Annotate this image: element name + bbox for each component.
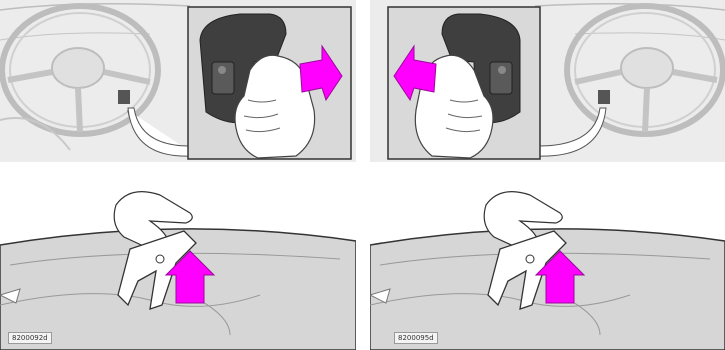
figure-code-label: 8200095d <box>394 332 438 344</box>
illustration-bottom-left: 8200092d <box>0 185 356 350</box>
figure-code-label: 8200092d <box>8 332 52 344</box>
illustration-top-left <box>0 0 356 162</box>
bonnet-lever-scene-right <box>370 185 725 350</box>
steering-wheel-scene-right <box>370 0 725 162</box>
handle-location-mark <box>118 90 130 104</box>
bonnet-lever-scene-left <box>0 185 356 350</box>
illustration-top-right <box>370 0 725 162</box>
illustration-bottom-right: 8200095d <box>370 185 725 350</box>
handle-location-mark <box>598 90 610 104</box>
steering-wheel-scene-left <box>0 0 356 162</box>
